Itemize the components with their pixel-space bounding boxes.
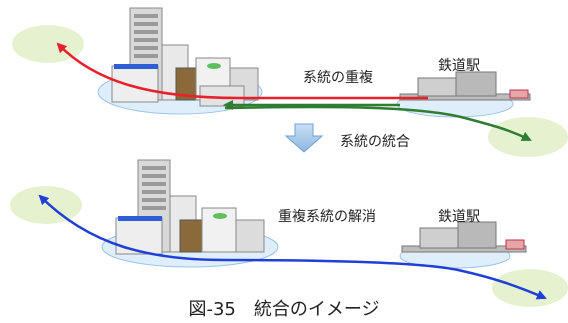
top-green-route [224,105,532,142]
bottom-city-buildings [115,159,265,255]
transition-label: 系統の統合 [340,134,410,150]
bottom-station-label: 鉄道駅 [438,209,480,225]
bottom-blue-route-left [38,194,226,262]
bottom-blue-route-right [224,258,547,300]
down-arrow-icon [284,123,324,153]
top-right-zone [488,117,568,157]
bottom-right-zone [492,269,568,307]
bottom-station-building [401,221,527,253]
transition: 系統の統合 [284,123,410,153]
bottom-route-label: 重複系統の解消 [278,208,376,225]
bottom-left-zone [10,186,82,224]
bottom-panel: 重複系統の解消 鉄道駅 [10,159,568,307]
top-red-route [56,42,428,100]
figure-caption: 図-35 統合のイメージ [188,299,379,320]
top-panel: 系統の重複 鉄道駅 [12,7,568,157]
top-station-label: 鉄道駅 [438,58,480,74]
top-city-buildings [111,7,259,107]
top-route-label: 系統の重複 [303,69,373,86]
top-left-zone [12,25,84,63]
top-station-building [399,71,531,101]
